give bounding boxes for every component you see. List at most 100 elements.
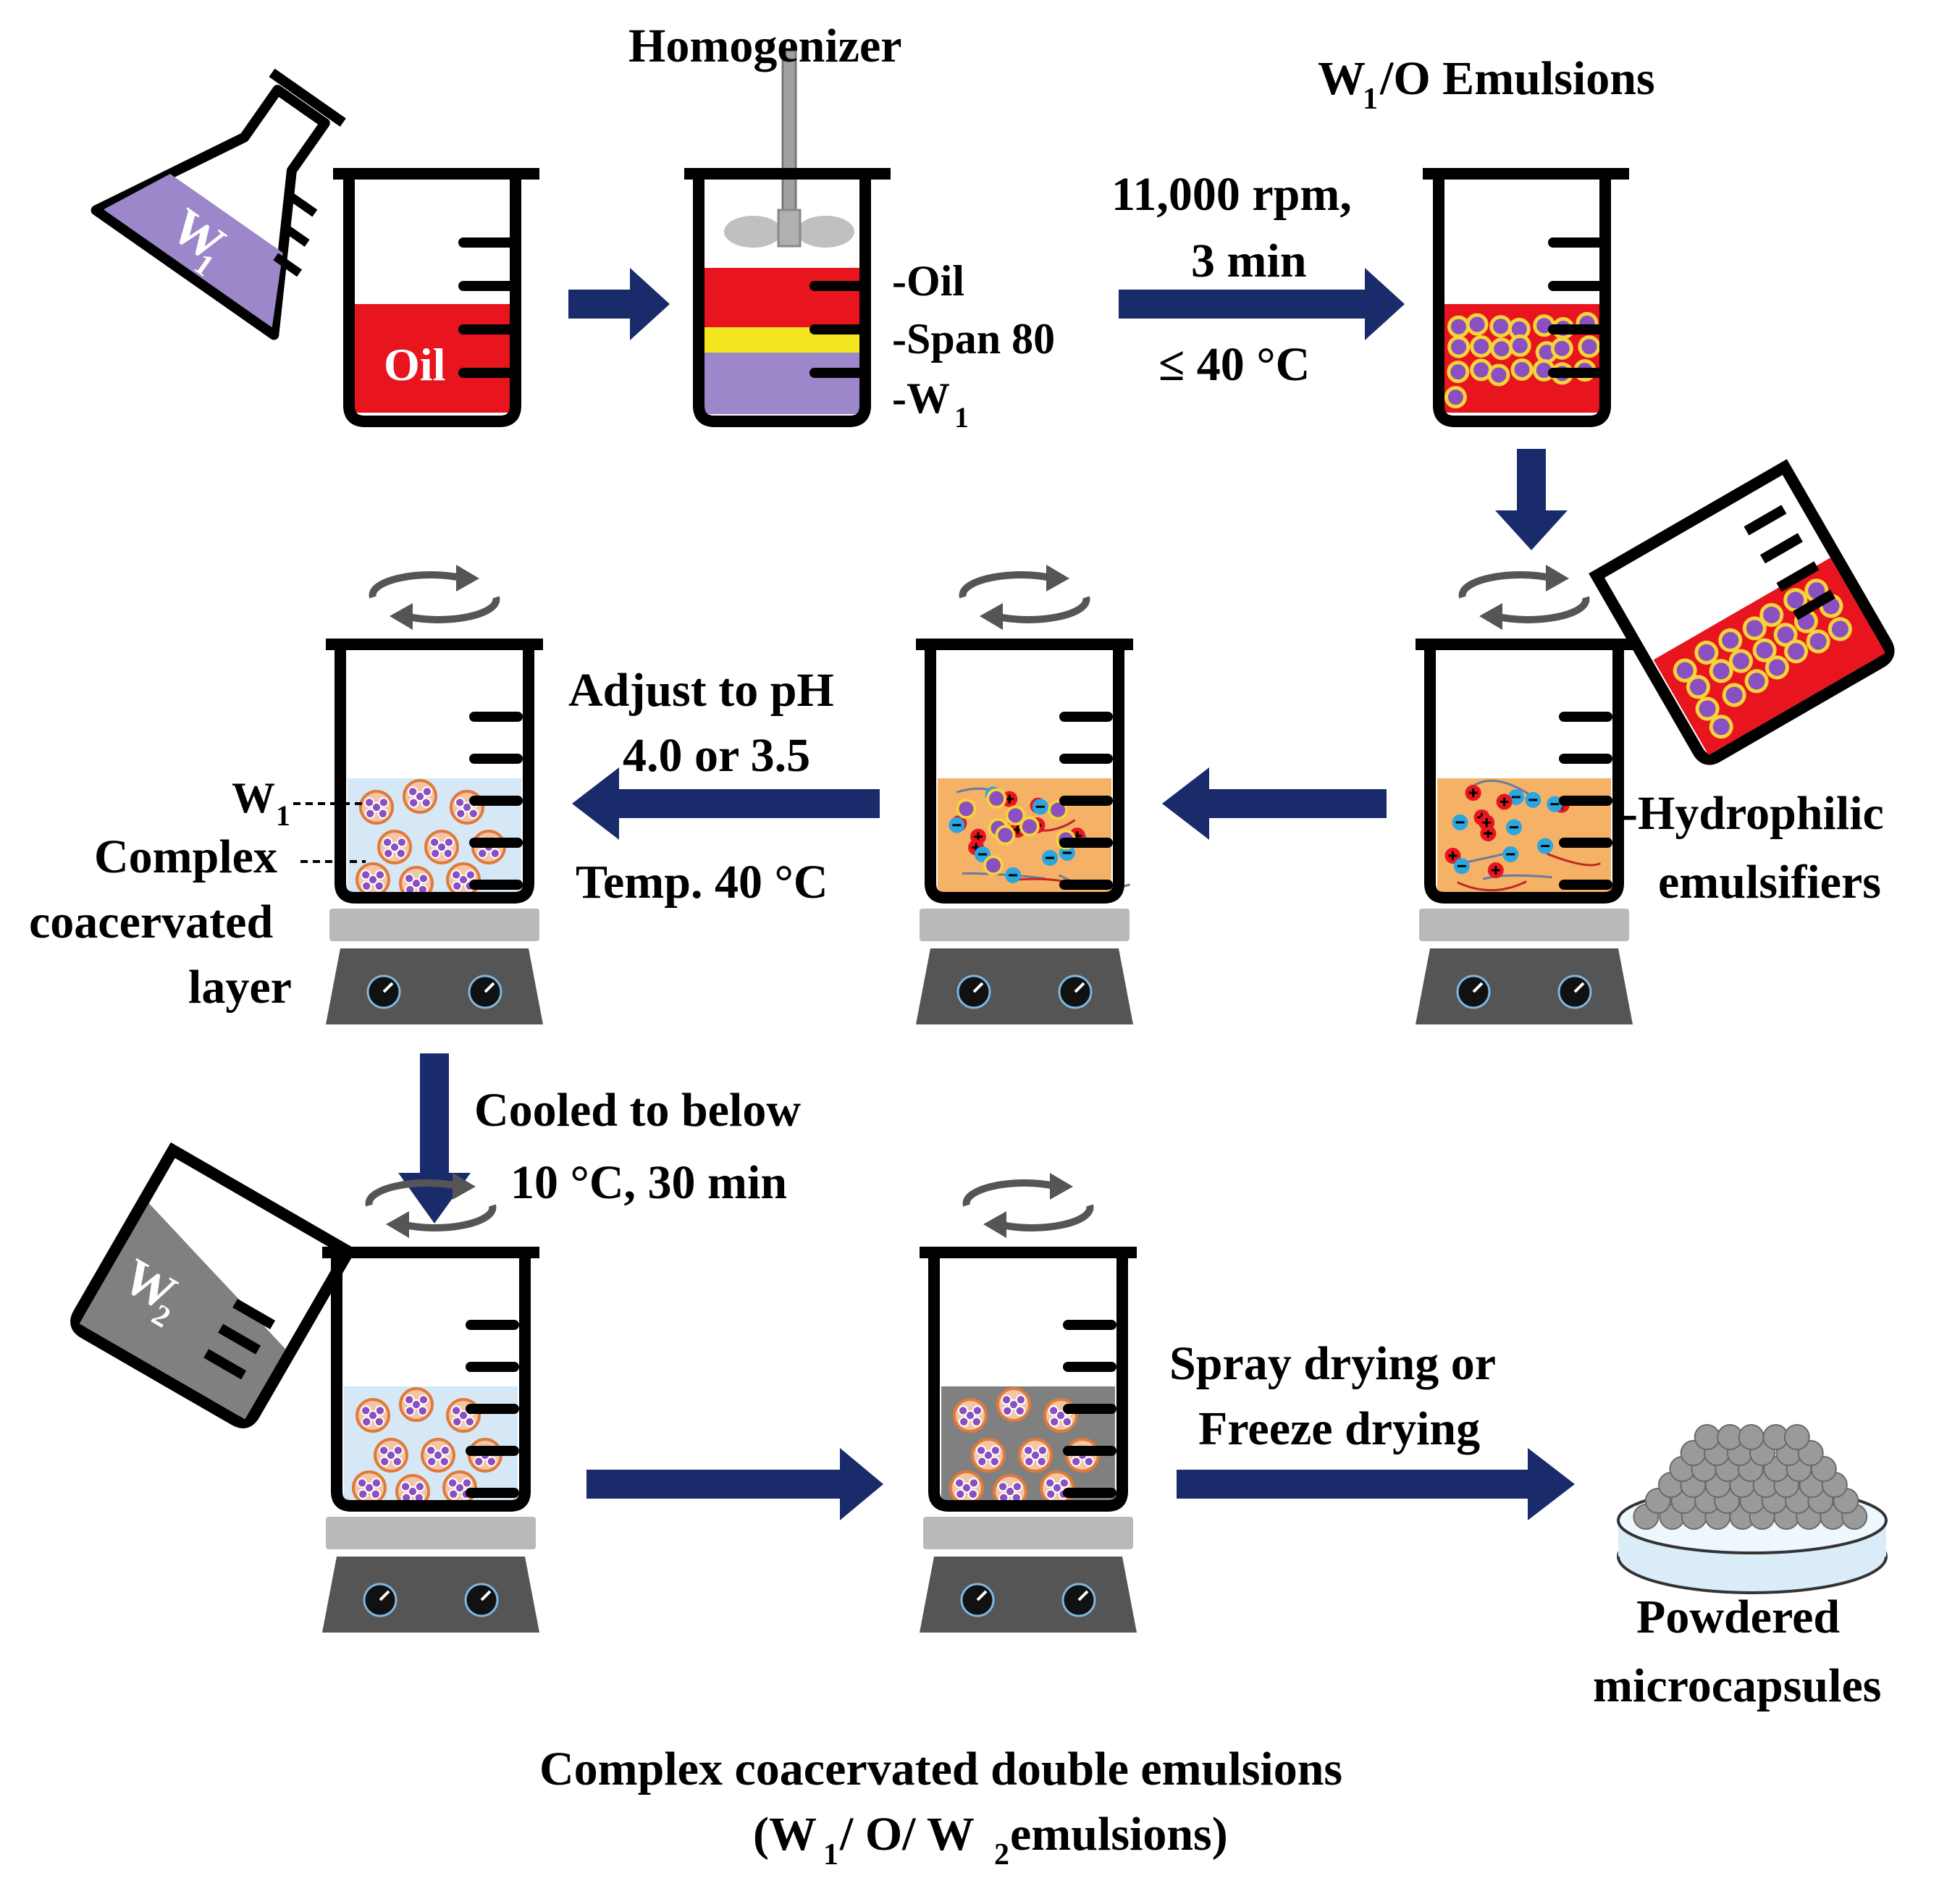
complex-coacervate-capsule (374, 1438, 408, 1473)
stirrer-knob (464, 1583, 499, 1617)
magnetic-stirrer-setup (1416, 565, 1633, 1024)
oil-layer-label: -Oil (892, 257, 964, 305)
w1-droplet (1765, 655, 1789, 680)
beaker-graduations (458, 237, 516, 378)
cation-charge (1496, 793, 1513, 810)
w1-droplet (1048, 799, 1069, 820)
w1-droplet (1695, 696, 1720, 721)
powder-pile (1633, 1424, 1868, 1530)
complex-coacervate-capsule (403, 779, 437, 814)
complex-label-3: layer (188, 961, 292, 1014)
w1o-title-w: W (1318, 52, 1366, 105)
anion-charge (1005, 867, 1022, 883)
drying-label-1: Spray drying or (1169, 1337, 1496, 1390)
w1-droplet (1444, 386, 1467, 409)
stirrer-knob (960, 1583, 995, 1617)
arrow-drying (1177, 1448, 1575, 1520)
polymer-chain (1457, 880, 1527, 892)
beaker-outline (920, 1247, 1137, 1512)
cation-charge (1479, 814, 1495, 831)
arrow-left-2 (572, 767, 880, 840)
anion-charge (949, 817, 965, 833)
cation-charge (1465, 785, 1481, 801)
w1-droplet (1019, 816, 1040, 837)
complex-coacervate-capsule (1018, 1438, 1053, 1473)
oil-beaker: Oil (333, 168, 539, 427)
arrow-down-1 (1495, 449, 1568, 550)
emulsifier-label-2: emulsifiers (1658, 856, 1881, 909)
complex-coacervate-capsule (359, 790, 394, 825)
w1-droplet (1508, 334, 1531, 357)
arrow-right-3 (586, 1448, 883, 1520)
w1-droplet (1489, 315, 1513, 338)
powder-particle (1694, 1424, 1720, 1450)
complex-coacervate-capsule (949, 1470, 984, 1505)
arrow-left-1 (1162, 767, 1387, 840)
w1-droplet (1806, 629, 1830, 654)
complex-coacervate-capsule (352, 1470, 387, 1505)
w1-droplet (1827, 617, 1852, 641)
w1-layer-label: -W (892, 374, 950, 422)
beaker-outline (322, 1247, 539, 1512)
stirrer-plate (923, 1517, 1133, 1549)
pouring-emulsion-beaker (1589, 459, 1895, 765)
w1-droplet (1784, 639, 1809, 664)
stirrer-knob (1061, 1583, 1096, 1617)
polymer-chain (1482, 874, 1552, 880)
complex-coacervate-capsule (424, 830, 459, 864)
stirrer-plate (920, 909, 1130, 941)
beaker-graduations (1548, 237, 1605, 378)
stirring-icon (365, 1173, 497, 1238)
homogenizer-beaker (684, 49, 891, 427)
beaker-outline (916, 639, 1133, 904)
w1-droplet (1686, 675, 1710, 699)
stirrer-plate (329, 909, 539, 941)
w1-layer-label-sub: 1 (954, 401, 969, 434)
caption-line-2a: (W (753, 1808, 817, 1861)
cooling-label-2: 10 °C, 30 min (510, 1156, 787, 1209)
w1-droplet (1709, 715, 1733, 739)
w1-droplet (1694, 640, 1719, 665)
w1-droplet (995, 825, 1016, 846)
w1-droplet (1759, 602, 1784, 627)
stirrer-plate (1419, 909, 1629, 941)
caption-line-2-sub2: 2 (994, 1838, 1009, 1871)
w1-layer (699, 353, 865, 414)
w1-droplet (1709, 659, 1733, 683)
oil-beaker-label: Oil (384, 339, 445, 390)
w1o-emulsion-beaker (1423, 168, 1629, 427)
magnetic-stirrer-setup (322, 1173, 539, 1633)
stirring-icon (369, 565, 500, 630)
complex-coacervate-capsule (395, 1474, 430, 1509)
complex-label-2: coacervated (29, 896, 273, 948)
stirrer-base (326, 948, 543, 1024)
w1-droplet (1447, 335, 1471, 358)
w1-droplet (1728, 649, 1753, 673)
homogenizer-shaft (781, 49, 797, 219)
stirrer-base (1416, 948, 1633, 1024)
magnetic-stirrer-setup (916, 565, 1133, 1024)
complex-coacervate-capsule (356, 862, 390, 897)
w1o-title-rest: /O Emulsions (1379, 52, 1655, 105)
w1-droplet (1744, 669, 1769, 694)
w1-droplet (1550, 337, 1573, 360)
w1-droplet (1510, 358, 1534, 381)
anion-charge (1547, 796, 1563, 812)
w1-droplet (986, 788, 1007, 809)
ph-values-label: 4.0 or 3.5 (623, 729, 810, 782)
cooling-label-1: Cooled to below (474, 1084, 801, 1137)
homogenizer-title: Homogenizer (628, 20, 902, 72)
arrow-homogenize (1119, 268, 1405, 340)
anion-charge (1537, 838, 1554, 854)
caption-line-2c: emulsions) (1010, 1808, 1228, 1861)
temp-label: Temp. 40 °C (576, 856, 828, 909)
stirring-icon (959, 565, 1090, 630)
magnetic-stirrer-setup (326, 565, 543, 1024)
span80-layer-label: -Span 80 (892, 315, 1055, 363)
emulsifier-label-1: -Hydrophilic (1622, 787, 1884, 840)
homogenizer-blade-left (724, 216, 782, 248)
magnetic-stirrer-setup (920, 1173, 1137, 1633)
stirrer-base (920, 1557, 1137, 1633)
w1-droplet (1447, 361, 1470, 384)
drying-label-2: Freeze drying (1198, 1402, 1480, 1455)
